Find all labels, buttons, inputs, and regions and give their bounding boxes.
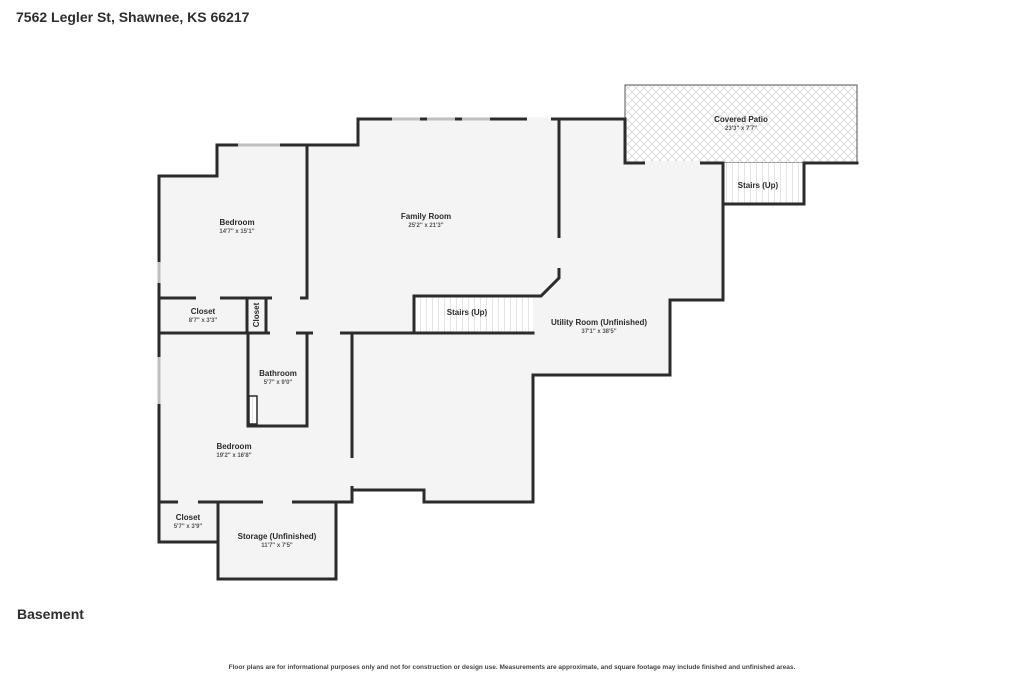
patio-stairs-area [723,163,804,204]
bedroom-bottom-dims: 19'2" x 16'8" [216,453,251,459]
bathroom-wall [246,331,309,428]
bathroom-label: Bathroom [259,369,297,378]
main-stairs-label: Stairs (Up) [447,308,488,317]
main-stairs-area [414,296,533,333]
basement-floor [159,119,723,579]
covered-patio-area [624,84,858,164]
level-label: Basement [17,606,84,622]
family-room-divider [412,117,561,335]
bedroom-bottom-label: Bedroom [216,442,251,451]
family-room-dims: 25'2" x 21'3" [408,223,443,229]
property-address: 7562 Legler St, Shawnee, KS 66217 [16,9,250,25]
utility-room-label: Utility Room (Unfinished) [551,318,647,327]
family-room-label: Family Room [401,212,451,221]
closet-bottom-label: Closet [176,513,201,522]
covered-patio-label: Covered Patio [714,115,768,124]
covered-patio-dims: 23'3" x 7'7" [725,126,757,132]
bathroom-dims: 5'7" x 9'0" [264,380,293,386]
closet-top-label: Closet [191,307,216,316]
storage-label: Storage (Unfinished) [238,532,317,541]
closet-small-label: Closet [252,302,261,327]
shower-fixture [248,395,258,425]
disclaimer-text: Floor plans are for informational purpos… [228,664,796,671]
exterior-wall [157,117,859,581]
patio-stairs-label: Stairs (Up) [738,181,779,190]
bedroom-top-dims: 14'7" x 15'1" [219,229,254,235]
utility-room-dims: 37'1" x 38'5" [581,329,616,335]
closet-top-dims: 8'7" x 3'3" [189,318,218,324]
bedroom-top-label: Bedroom [219,218,254,227]
storage-dims: 11'7" x 7'5" [261,543,293,549]
closet-bottom-dims: 5'7" x 3'9" [174,524,203,530]
